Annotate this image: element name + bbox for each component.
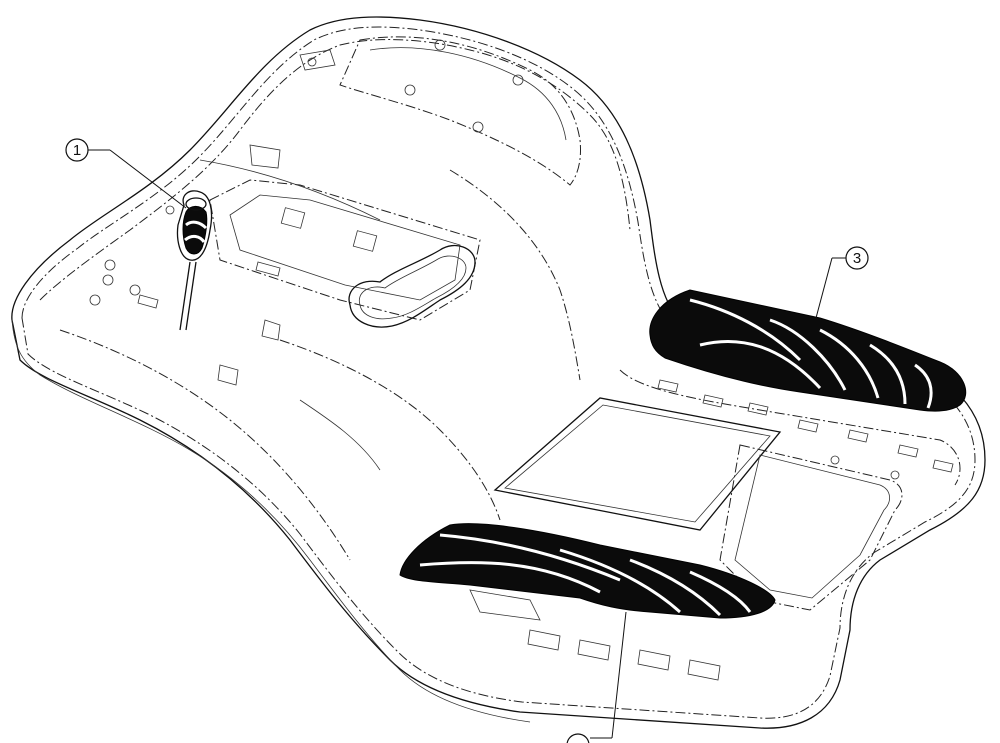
right-foot-pad [649, 289, 967, 412]
left-panel [209, 144, 481, 386]
callout-1-label: 1 [73, 142, 81, 159]
callout-3: 3 [815, 246, 869, 319]
callout-3-label: 3 [853, 250, 861, 267]
callout-bottom-circle [566, 733, 590, 743]
callout-bottom-partial [566, 611, 627, 743]
right-floor-panel [493, 369, 961, 611]
callout-1: 1 [65, 138, 187, 209]
left-foot-pad [399, 523, 776, 681]
callout-1-circle [65, 138, 89, 162]
callout-3-circle [845, 246, 869, 270]
left-mount-holes [89, 205, 175, 309]
top-handle-area [299, 36, 581, 186]
body-contours [59, 159, 581, 561]
shift-lever [176, 190, 213, 331]
